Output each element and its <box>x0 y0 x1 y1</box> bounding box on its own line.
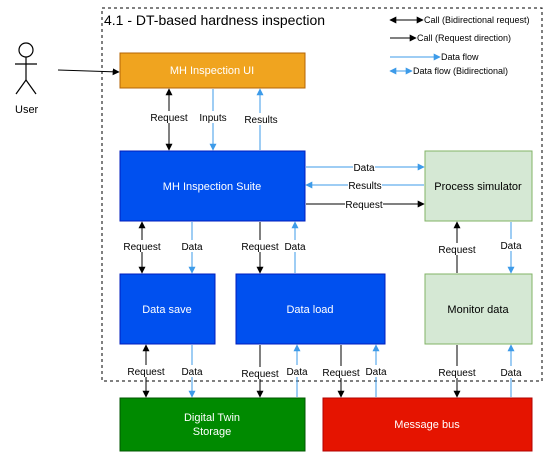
load-bus-request-label: Request <box>322 368 359 379</box>
save-storage-data-label: Data <box>181 367 203 378</box>
user-actor-icon <box>15 42 37 95</box>
mh-inspection-suite-block[interactable] <box>119 150 306 222</box>
storage-load-data-label: Data <box>286 367 308 378</box>
message-bus-label: Message bus <box>394 419 460 431</box>
monitor-data-label: Monitor data <box>447 304 509 316</box>
legend: Call (Bidirectional request) Call (Reque… <box>389 15 530 76</box>
monitor-sim-request-label: Request <box>438 245 475 256</box>
ui-suite-request-label: Request <box>150 113 187 124</box>
inputs-label: Inputs <box>199 113 226 124</box>
message-bus-block[interactable] <box>322 397 533 452</box>
data-save-block[interactable] <box>119 273 216 345</box>
storage-label-line1: Digital Twin <box>184 412 240 424</box>
legend-call-direction: Call (Request direction) <box>417 33 511 43</box>
results-label: Results <box>244 115 277 126</box>
suite-save-data-label: Data <box>181 242 203 253</box>
load-storage-request-label: Request <box>241 369 278 380</box>
digital-twin-storage-block[interactable] <box>119 397 306 452</box>
process-simulator-label: Process simulator <box>434 181 522 193</box>
mh-inspection-suite-label: MH Inspection Suite <box>163 181 261 193</box>
save-storage-request-label: Request <box>127 367 164 378</box>
legend-data-flow: Data flow <box>441 52 479 62</box>
legend-call-bidirectional: Call (Bidirectional request) <box>424 15 530 25</box>
mh-inspection-ui-label: MH Inspection UI <box>170 65 254 77</box>
data-save-label: Data save <box>142 304 192 316</box>
data-load-label: Data load <box>286 304 333 316</box>
load-suite-data-label: Data <box>284 242 306 253</box>
scope-container <box>101 7 543 382</box>
monitor-data-block[interactable] <box>424 273 533 345</box>
sim-suite-results-label: Results <box>348 181 381 192</box>
suite-sim-data-label: Data <box>353 163 375 174</box>
suite-sim-request-label: Request <box>345 200 382 211</box>
bus-load-data-label: Data <box>365 367 387 378</box>
suite-save-request-label: Request <box>123 242 160 253</box>
process-simulator-block[interactable] <box>424 150 533 222</box>
user-to-ui-arrow <box>57 68 120 76</box>
legend-data-flow-bidirectional: Data flow (Bidirectional) <box>413 66 508 76</box>
user-label: User <box>15 104 39 116</box>
mh-inspection-ui-block[interactable] <box>119 52 306 89</box>
storage-label-line2: Storage <box>193 426 232 438</box>
suite-load-request-label: Request <box>241 242 278 253</box>
sim-monitor-data-label: Data <box>500 241 522 252</box>
diagram-title: 4.1 - DT-based hardness inspection <box>104 12 325 28</box>
monitor-bus-request-label: Request <box>438 368 475 379</box>
bus-monitor-data-label: Data <box>500 368 522 379</box>
data-load-block[interactable] <box>235 273 386 345</box>
